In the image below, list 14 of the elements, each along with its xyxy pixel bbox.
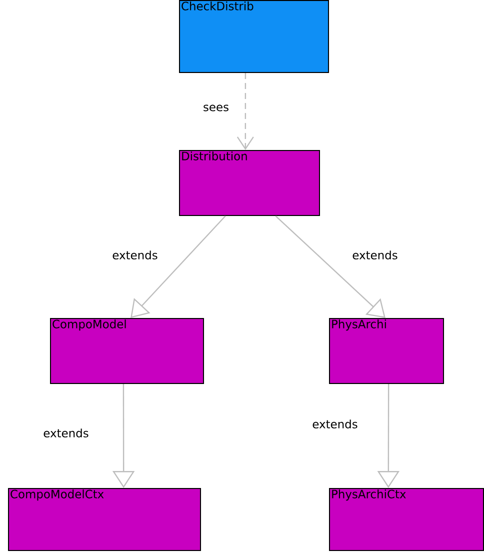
arrow bbox=[275, 216, 386, 318]
edge-label: sees bbox=[202, 104, 230, 112]
edge-label: extends bbox=[111, 250, 159, 260]
class-box: CheckDistrib bbox=[179, 0, 329, 73]
class-box: PhysArchi bbox=[329, 318, 444, 384]
class-box: Distribution bbox=[179, 150, 320, 216]
edge-label: extends bbox=[311, 418, 359, 430]
arrow bbox=[236, 73, 254, 150]
edge-label: extends bbox=[351, 250, 399, 260]
edge-label: extends bbox=[42, 428, 90, 438]
class-box: PhysArchiCtx bbox=[329, 488, 484, 551]
class-box: CompoModelCtx bbox=[8, 488, 201, 551]
arrow bbox=[130, 216, 226, 318]
class-box: CompoModel bbox=[50, 318, 204, 384]
